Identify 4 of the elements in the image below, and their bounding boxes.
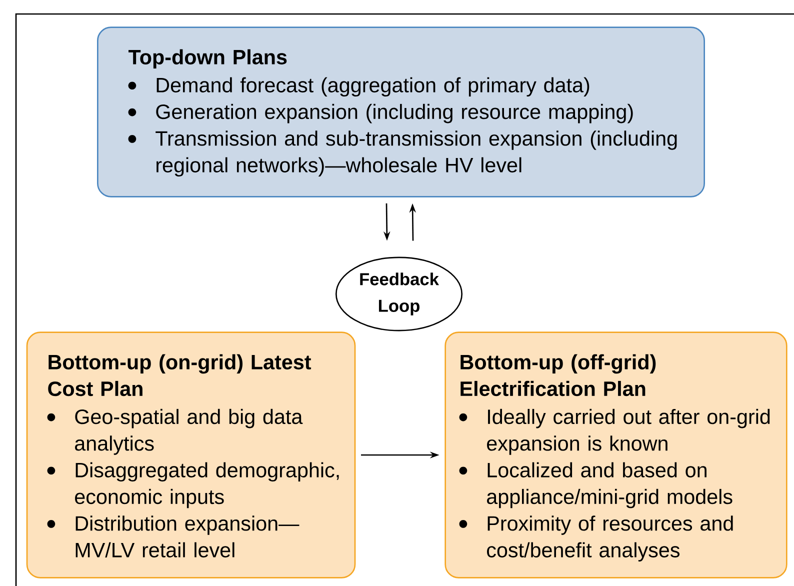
ellipse-node: Feedback Loop	[335, 256, 463, 332]
plan-box: Bottom-up (on-grid) Latest Cost Plan Geo-spatial and big data analytics Disaggregated demographic, economic inputs Distribution expansion—MV/LV retail level	[26, 332, 356, 578]
plan-box: Top-down Plans Demand forecast (aggregation of primary data) Generation expansion (including resource mapping) Transmission and sub-transmission expansion (including regional networks)—wholesale HV level	[97, 26, 705, 198]
plan-box: Bottom-up (off-grid) Electrification Plan Ideally carried out after on-grid expansion is known Localized and based on appliance/mini-grid models Proximity of resources and cost/benefit analyses	[444, 332, 788, 578]
